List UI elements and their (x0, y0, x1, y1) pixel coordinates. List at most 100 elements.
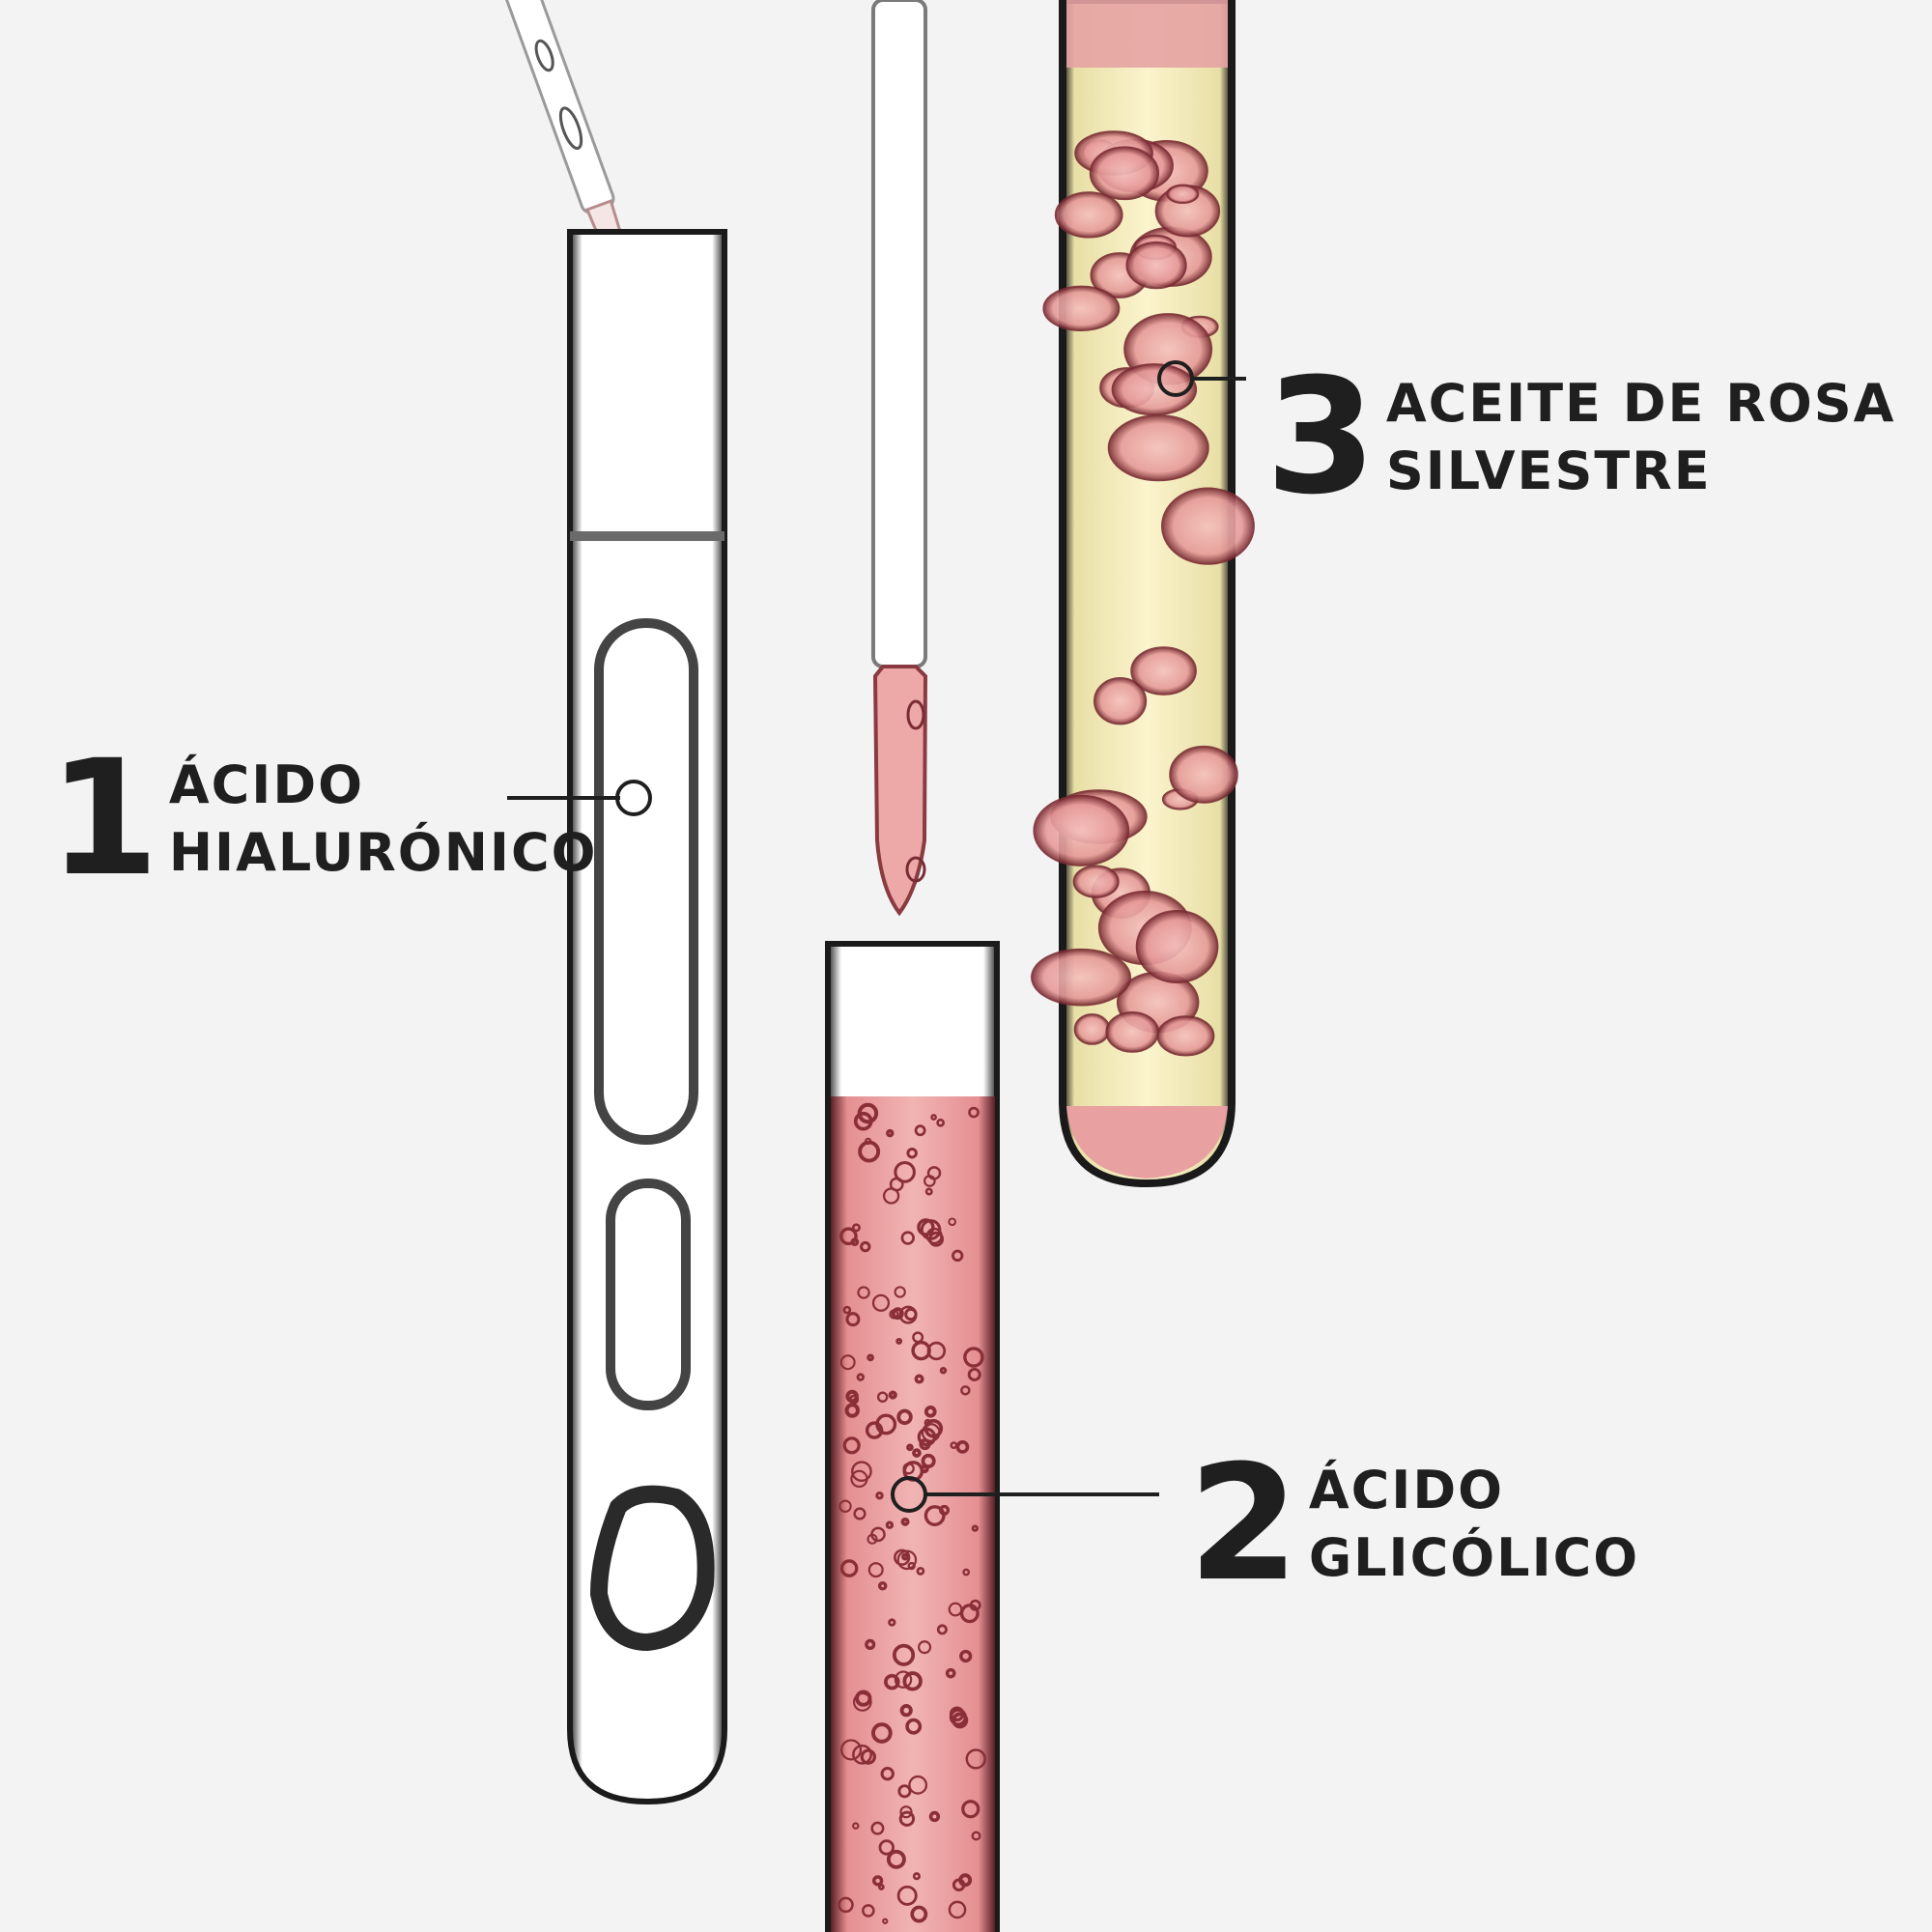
tube-glycolic-acid (825, 941, 1000, 1932)
bubble (884, 1673, 900, 1690)
bubble (918, 1640, 932, 1655)
oil-drop (1169, 745, 1238, 804)
label-1-number: 1 (48, 725, 159, 911)
bubble (853, 1507, 867, 1520)
bubble (955, 1440, 970, 1454)
bubble (902, 1463, 915, 1475)
bubble (896, 1408, 913, 1426)
bubble (872, 1875, 884, 1887)
bubble (899, 1704, 913, 1718)
bubble (939, 1504, 951, 1516)
bubble (917, 1218, 935, 1236)
bubble (858, 1140, 881, 1163)
bubble (916, 1567, 925, 1576)
bubble (864, 1137, 872, 1146)
bubble (855, 1690, 872, 1707)
bubble (921, 1453, 936, 1468)
bubble (924, 1187, 933, 1196)
label-rosehip-oil: 3 ACEITE DE ROSA SILVESTRE (1265, 357, 1895, 517)
oil-drop (1042, 285, 1121, 332)
bubble (891, 1307, 904, 1321)
pipette-center (871, 0, 928, 917)
bubble (892, 1643, 916, 1666)
bubble (867, 1562, 884, 1578)
label-2-line2: GLICÓLICO (1308, 1526, 1640, 1588)
bubble (838, 1499, 852, 1513)
bubble (961, 1800, 980, 1819)
oil-drop (1033, 794, 1130, 867)
bubble (842, 1305, 852, 1315)
bubble (856, 1373, 866, 1381)
bubble (948, 1602, 963, 1617)
bubble (902, 1671, 923, 1691)
bubble (949, 1708, 968, 1726)
label-1-line1: ÁCIDO (168, 753, 365, 815)
label-3-line1: ACEITE DE ROSA (1385, 372, 1896, 434)
bubble (911, 1340, 931, 1361)
bubble (923, 1505, 946, 1526)
bubble (971, 1831, 981, 1841)
bubble (939, 1367, 948, 1375)
bubble (882, 1187, 900, 1205)
bubble (894, 1286, 906, 1298)
bubble (936, 1624, 948, 1635)
bubble (839, 1559, 859, 1577)
bubble (923, 1175, 936, 1187)
bubble (901, 1552, 909, 1561)
bubble (968, 1106, 980, 1119)
bubble (921, 1423, 941, 1442)
oil-drop (1135, 909, 1219, 983)
bubble (952, 1878, 966, 1892)
bubble (952, 1249, 964, 1263)
bubble (888, 1390, 897, 1400)
bubble (894, 1161, 916, 1183)
label-3-line2: SILVESTRE (1385, 440, 1712, 501)
bubble (912, 1872, 921, 1881)
bubble (882, 1918, 889, 1924)
bubble (853, 1111, 873, 1131)
bubble (851, 1223, 861, 1233)
bubble (870, 1821, 885, 1835)
bubble (914, 1374, 924, 1384)
bubble (871, 1293, 891, 1312)
bubble (923, 1405, 937, 1418)
bubble (839, 1227, 858, 1246)
bubble (880, 1767, 895, 1781)
bubble (905, 1718, 923, 1735)
oil-drop (1072, 865, 1120, 898)
bubble (900, 1517, 910, 1526)
oil-drop (1093, 677, 1148, 725)
bubble (844, 1403, 860, 1418)
bubble (963, 1347, 984, 1368)
bubble (857, 1286, 870, 1299)
bubble (906, 1443, 914, 1452)
bubble (898, 1810, 916, 1827)
bubble (930, 1114, 937, 1121)
bubble (910, 1905, 928, 1923)
bubble (920, 1219, 942, 1240)
label-2-line1: ÁCIDO (1308, 1459, 1505, 1520)
bubble (967, 1367, 981, 1381)
bubble (845, 1312, 861, 1327)
bubble (948, 1900, 967, 1919)
bubble (906, 1147, 918, 1159)
oil-drop (1107, 414, 1209, 482)
oil-drop (1089, 146, 1160, 201)
bubble (877, 1883, 885, 1890)
bubble (899, 1805, 913, 1819)
label-3-number: 3 (1265, 344, 1377, 529)
oil-drop (1160, 487, 1255, 565)
bubble (852, 1744, 872, 1765)
bubble (867, 1353, 874, 1362)
bubble (945, 1667, 956, 1679)
bubble (875, 1413, 897, 1435)
bubble (839, 1354, 856, 1371)
bubble (839, 1739, 863, 1761)
bubble (965, 1748, 986, 1770)
oil-drop (1130, 646, 1197, 696)
bubble (860, 1748, 876, 1765)
oil-drop (1031, 948, 1132, 1007)
bubble (959, 1649, 973, 1663)
bubble (862, 1904, 875, 1918)
